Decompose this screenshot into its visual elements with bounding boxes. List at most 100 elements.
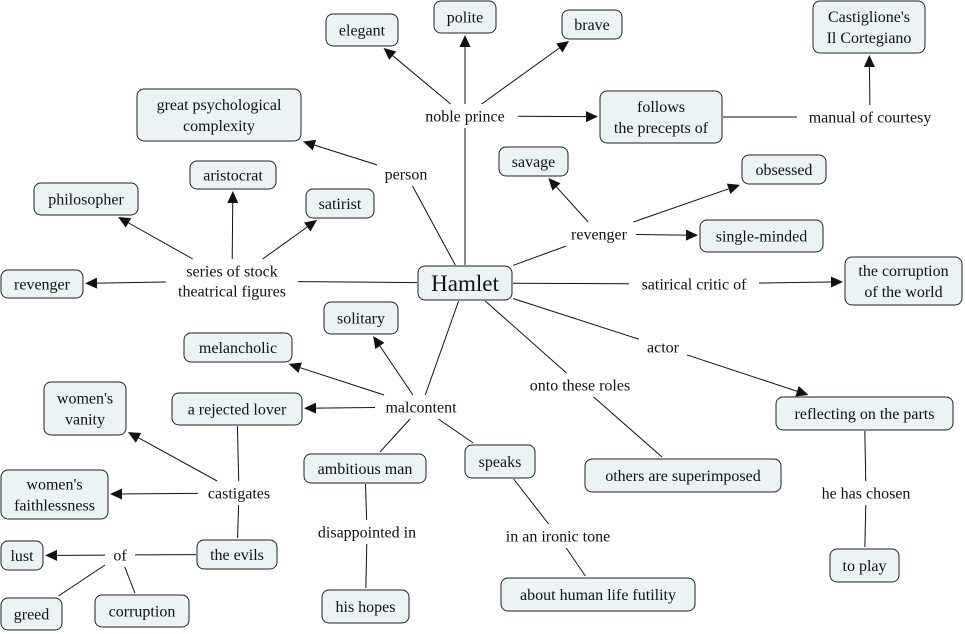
concept-solitary[interactable]: solitary (323, 301, 399, 335)
connector-line (379, 418, 411, 453)
concept-aristocrat[interactable]: aristocrat (189, 160, 277, 190)
linking-phrase-satirical[interactable]: satirical critic of (642, 277, 748, 294)
concept-box[interactable] (0, 597, 63, 631)
concept-theevils[interactable]: the evils (196, 539, 278, 570)
concept-superimposed[interactable]: others are superimposed (584, 458, 782, 493)
linking-phrase-nobleprince[interactable]: noble prince (425, 109, 505, 126)
linking-phrase-label: malcontent (385, 400, 457, 417)
concept-label: philosopher (48, 192, 124, 209)
concept-lust[interactable]: lust (0, 540, 44, 571)
concept-box[interactable] (325, 13, 399, 47)
concept-box[interactable] (0, 540, 44, 571)
linking-phrase-disappointed[interactable]: disappointed in (318, 525, 416, 542)
concept-box[interactable] (500, 577, 696, 612)
concept-label: Castiglione's (828, 9, 910, 26)
concept-box[interactable] (183, 332, 293, 363)
concept-toplay[interactable]: to play (829, 548, 900, 583)
arrowhead-icon (459, 35, 471, 47)
connector-line (121, 492, 199, 495)
concept-box[interactable] (844, 256, 963, 306)
linking-phrase-person[interactable]: person (385, 167, 428, 184)
concept-box[interactable] (829, 548, 900, 583)
concept-polite[interactable]: polite (433, 0, 497, 34)
arrowhead-icon (304, 220, 318, 232)
concept-singleminded[interactable]: single-minded (699, 219, 824, 253)
concept-box[interactable] (699, 219, 824, 253)
concept-box[interactable] (303, 453, 427, 484)
linking-phrase-malcontent[interactable]: malcontent (385, 400, 457, 417)
concept-box[interactable] (189, 160, 277, 190)
linking-phrase-of[interactable]: of (113, 548, 127, 565)
concept-rejectedlover[interactable]: a rejected lover (171, 392, 303, 426)
concept-box[interactable] (0, 469, 109, 520)
concept-ambitious[interactable]: ambitious man (303, 453, 427, 484)
concept-castiglione[interactable]: Castiglione'sIl Cortegiano (812, 0, 926, 54)
concept-label: solitary (337, 311, 385, 328)
concept-box[interactable] (584, 458, 782, 493)
linking-phrase-manual[interactable]: manual of courtesy (809, 110, 932, 127)
linking-phrase-ontoroles[interactable]: onto these roles (530, 378, 630, 395)
concept-box[interactable] (323, 301, 399, 335)
concept-satirist[interactable]: satirist (305, 188, 375, 219)
concept-box[interactable] (0, 269, 84, 299)
connector-haschosen-to-toplay (864, 504, 867, 548)
connector-malcontent-to-speaks (438, 418, 474, 444)
concept-box[interactable] (417, 265, 513, 301)
concept-box[interactable] (498, 146, 569, 177)
concept-box[interactable] (599, 90, 723, 144)
concept-corruption[interactable]: corruption (94, 594, 190, 628)
concept-box[interactable] (775, 396, 954, 431)
concept-box[interactable] (94, 594, 190, 628)
concept-box[interactable] (433, 0, 497, 34)
concept-label: faithlessness (14, 498, 95, 515)
concept-box[interactable] (464, 444, 536, 479)
arrowhead-icon (128, 432, 142, 443)
concept-box[interactable] (196, 539, 278, 570)
concept-box[interactable] (43, 381, 127, 436)
concept-greed[interactable]: greed (0, 597, 63, 631)
concept-philosopher[interactable]: philosopher (33, 182, 139, 216)
concept-speaks[interactable]: speaks (464, 444, 536, 479)
concept-savage[interactable]: savage (498, 146, 569, 177)
linking-phrase-ironic[interactable]: in an ironic tone (506, 529, 610, 546)
connector-hamlet-to-ontoroles (484, 300, 567, 374)
concept-revenger_c[interactable]: revenger (0, 269, 84, 299)
connector-castigates-to-womensvanity (128, 432, 218, 482)
concept-box[interactable] (812, 0, 926, 54)
linking-phrase-castigates[interactable]: castigates (208, 486, 270, 503)
concept-label: savage (512, 154, 556, 171)
connector-line (481, 47, 560, 105)
concept-box[interactable] (741, 154, 827, 185)
concept-hamlet[interactable]: Hamlet (417, 265, 513, 301)
concept-melancholic[interactable]: melancholic (183, 332, 293, 363)
concept-box[interactable] (321, 589, 410, 624)
connector-nobleprince-to-polite (459, 35, 471, 104)
concept-hishopes[interactable]: his hopes (321, 589, 410, 624)
linking-phrase-revenger_p[interactable]: revenger (571, 227, 628, 244)
concept-box[interactable] (33, 182, 139, 216)
linking-phrase-actor[interactable]: actor (647, 340, 680, 357)
concept-futility[interactable]: about human life futility (500, 577, 696, 612)
concept-box[interactable] (171, 392, 303, 426)
connector-ambitious-to-disappointed (364, 483, 368, 521)
connector-malcontent-to-solitary (373, 336, 414, 396)
concept-label: satirist (319, 196, 362, 213)
concept-box[interactable] (136, 88, 302, 142)
concept-box[interactable] (561, 9, 623, 40)
concept-box[interactable] (305, 188, 375, 219)
concept-brave[interactable]: brave (561, 9, 623, 40)
concept-elegant[interactable]: elegant (325, 13, 399, 47)
connector-line (864, 504, 867, 548)
arrowhead-icon (304, 402, 317, 414)
concept-obsessed[interactable]: obsessed (741, 154, 827, 185)
linking-phrase-haschosen[interactable]: he has chosen (822, 486, 911, 503)
connector-line (231, 202, 234, 260)
concept-label: to play (843, 558, 887, 575)
concept-reflecting[interactable]: reflecting on the parts (775, 396, 954, 431)
